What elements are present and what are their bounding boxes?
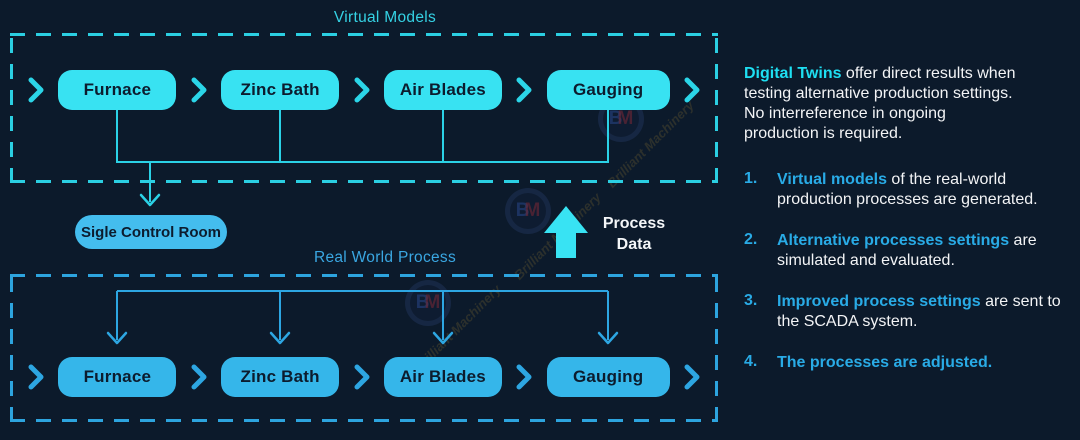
watermark-logo-letter: B	[515, 200, 530, 221]
down-arrowhead-icon	[139, 193, 161, 207]
step-text: Alternative processes settings are simul…	[777, 231, 1065, 271]
watermark-gear-logo-icon: B M	[505, 188, 551, 234]
intro-line: testing alternative production settings.	[744, 85, 1013, 102]
step-rest: of the real-world production processes a…	[777, 171, 1038, 208]
chevron-right-icon	[191, 77, 207, 103]
real-box-air-blades: Air Blades	[383, 357, 502, 397]
step-number: 3.	[744, 292, 758, 309]
chevron-right-icon	[354, 364, 369, 390]
chevron-right-icon	[191, 364, 207, 390]
intro-line: Digital Twins offer direct results when	[744, 64, 1069, 84]
real-box-gauging: Gauging	[546, 357, 670, 397]
step-highlight: Improved process settings	[777, 293, 981, 310]
step-highlight: Alternative processes settings	[777, 232, 1010, 249]
virtual-box-air-blades: Air Blades	[383, 70, 502, 110]
intro-text: offer direct results when	[841, 65, 1016, 82]
chevron-right-icon	[516, 364, 532, 390]
real-world-frame: Furnace Zinc Bath Air Blades Gauging	[10, 274, 718, 422]
step-number: 1.	[744, 170, 758, 187]
real-world-process-label: Real World Process	[313, 249, 457, 266]
chevron-right-icon	[28, 364, 44, 390]
virtual-box-furnace: Furnace	[58, 70, 177, 110]
step-text: The processes are adjusted.	[777, 353, 1065, 373]
chevron-right-icon	[354, 77, 369, 103]
step-text: Improved process settings are sent to th…	[777, 292, 1065, 332]
step-highlight: Virtual models	[777, 171, 887, 188]
chevron-right-icon	[516, 77, 532, 103]
real-world-row: Furnace Zinc Bath Air Blades Gauging	[28, 357, 700, 397]
step-item-3: 3. Improved process settings are sent to…	[744, 292, 1069, 332]
step-rest: are simulated and evaluated.	[777, 232, 1037, 269]
chevron-right-icon	[28, 77, 44, 103]
info-panel: Digital Twins offer direct results when …	[744, 64, 1069, 394]
intro-line: No interreference in ongoing	[744, 105, 946, 122]
step-number: 2.	[744, 231, 758, 248]
step-rest: are sent to the SCADA system.	[777, 293, 1061, 330]
real-box-zinc-bath: Zinc Bath	[221, 357, 340, 397]
virtual-models-frame: Furnace Zinc Bath Air Blades Gauging	[10, 33, 718, 183]
control-room-box: Sigle Control Room	[75, 215, 227, 249]
intro-line: production is required.	[744, 125, 903, 142]
virtual-models-label: Virtual Models	[333, 9, 437, 26]
step-highlight: The processes are adjusted.	[777, 354, 993, 371]
watermark-logo-letter: M	[524, 200, 541, 221]
virtual-box-gauging: Gauging	[546, 70, 670, 110]
step-item-2: 2. Alternative processes settings are si…	[744, 231, 1069, 271]
step-item-4: 4. The processes are adjusted.	[744, 353, 1069, 373]
digital-twins-highlight: Digital Twins	[744, 65, 842, 82]
virtual-models-row: Furnace Zinc Bath Air Blades Gauging	[28, 70, 700, 110]
chevron-right-icon	[684, 77, 700, 103]
step-text: Virtual models of the real-world product…	[777, 170, 1065, 210]
chevron-right-icon	[684, 364, 700, 390]
step-number: 4.	[744, 353, 758, 370]
real-box-furnace: Furnace	[58, 357, 177, 397]
virtual-box-zinc-bath: Zinc Bath	[221, 70, 340, 110]
step-item-1: 1. Virtual models of the real-world prod…	[744, 170, 1069, 210]
intro-paragraph: Digital Twins offer direct results when …	[744, 64, 1069, 144]
steps-list: 1. Virtual models of the real-world prod…	[744, 170, 1069, 373]
process-data-label: Process Data	[602, 215, 666, 253]
